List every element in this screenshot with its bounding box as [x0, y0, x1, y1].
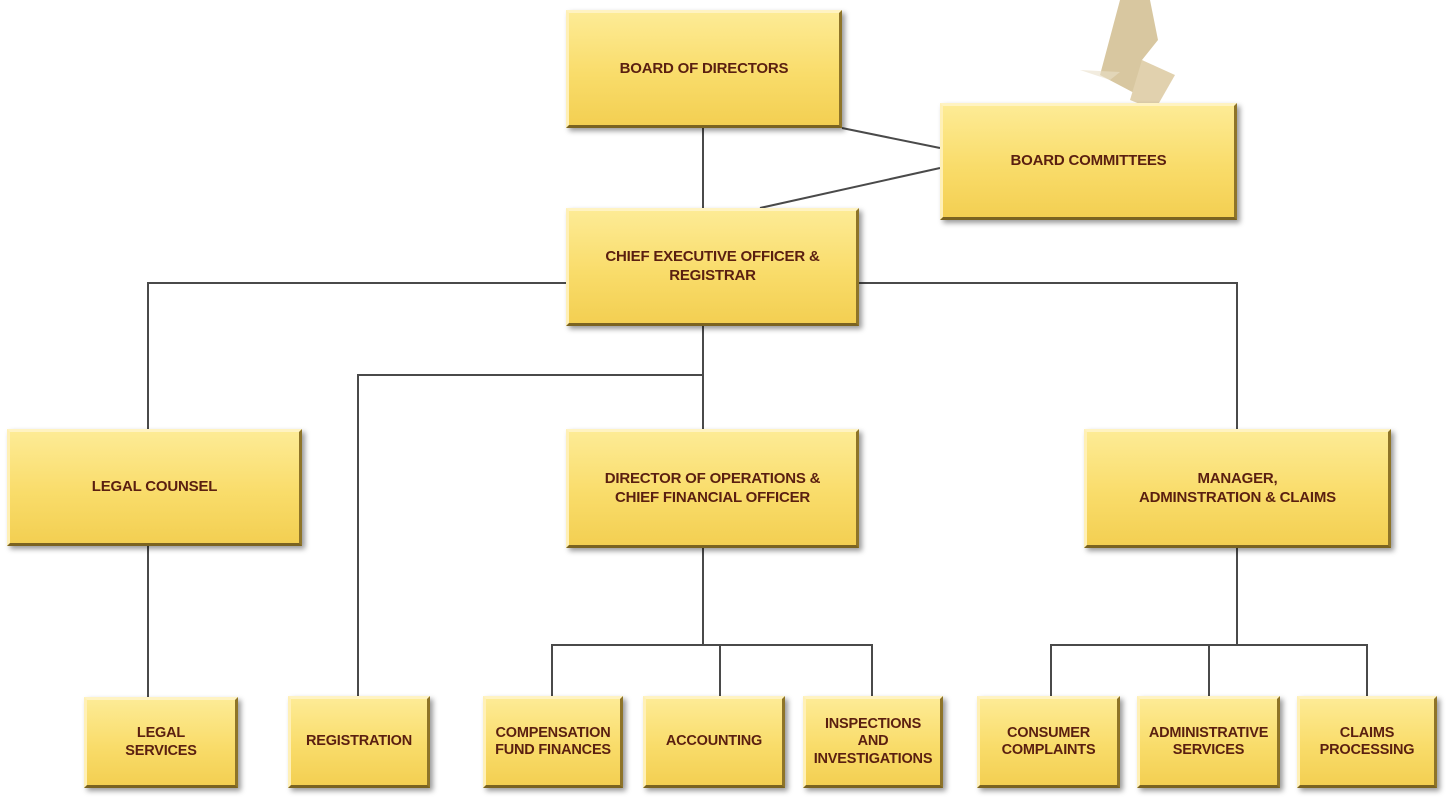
inspections-investigations-label: INSPECTIONS AND INVESTIGATIONS — [813, 715, 933, 767]
connector-ceo-legal — [147, 282, 566, 429]
inspections-investigations-box[interactable]: INSPECTIONS AND INVESTIGATIONS — [803, 696, 943, 788]
administrative-services-label: ADMINISTRATIVE SERVICES — [1148, 724, 1269, 758]
connector-ceo-registration — [357, 374, 703, 696]
manager-admin-claims-label: MANAGER, ADMINSTRATION & CLAIMS — [1139, 469, 1336, 506]
registration-label: REGISTRATION — [305, 733, 413, 750]
director-operations-box[interactable]: DIRECTOR OF OPERATIONS & CHIEF FINANCIAL… — [566, 429, 859, 548]
manager-admin-claims-box[interactable]: MANAGER, ADMINSTRATION & CLAIMS — [1084, 429, 1391, 548]
connector-ceo-manager — [859, 282, 1238, 429]
connector-director-branch — [551, 644, 873, 696]
legal-counsel-box[interactable]: LEGAL COUNSEL — [7, 429, 302, 546]
legal-services-box[interactable]: LEGAL SERVICES — [84, 697, 238, 788]
legal-services-label: LEGAL SERVICES — [125, 725, 197, 759]
administrative-services-box[interactable]: ADMINISTRATIVE SERVICES — [1137, 696, 1280, 788]
registration-box[interactable]: REGISTRATION — [288, 696, 430, 788]
compensation-fund-finances-label: COMPENSATION FUND FINANCES — [495, 724, 611, 758]
compensation-fund-finances-box[interactable]: COMPENSATION FUND FINANCES — [483, 696, 623, 788]
ceo-registrar-label: CHIEF EXECUTIVE OFFICER & REGISTRAR — [605, 248, 820, 284]
decorative-figure — [1080, 0, 1175, 110]
claims-processing-label: CLAIMS PROCESSING — [1319, 724, 1415, 758]
accounting-box[interactable]: ACCOUNTING — [643, 696, 785, 788]
board-of-directors-box[interactable]: BOARD OF DIRECTORS — [566, 10, 842, 128]
board-committees-box[interactable]: BOARD COMMITTEES — [940, 103, 1237, 220]
connector-ceo-committees — [759, 167, 941, 209]
board-of-directors-label: BOARD OF DIRECTORS — [619, 59, 789, 77]
ceo-registrar-box[interactable]: CHIEF EXECUTIVE OFFICER & REGISTRAR — [566, 208, 859, 326]
connector-board-committees — [841, 127, 941, 149]
legal-counsel-label: LEGAL COUNSEL — [91, 478, 218, 496]
accounting-label: ACCOUNTING — [665, 733, 763, 750]
consumer-complaints-label: CONSUMER COMPLAINTS — [1001, 724, 1096, 758]
board-committees-label: BOARD COMMITTEES — [1010, 152, 1167, 170]
claims-processing-box[interactable]: CLAIMS PROCESSING — [1297, 696, 1437, 788]
director-operations-label: DIRECTOR OF OPERATIONS & CHIEF FINANCIAL… — [604, 469, 821, 506]
consumer-complaints-box[interactable]: CONSUMER COMPLAINTS — [977, 696, 1120, 788]
